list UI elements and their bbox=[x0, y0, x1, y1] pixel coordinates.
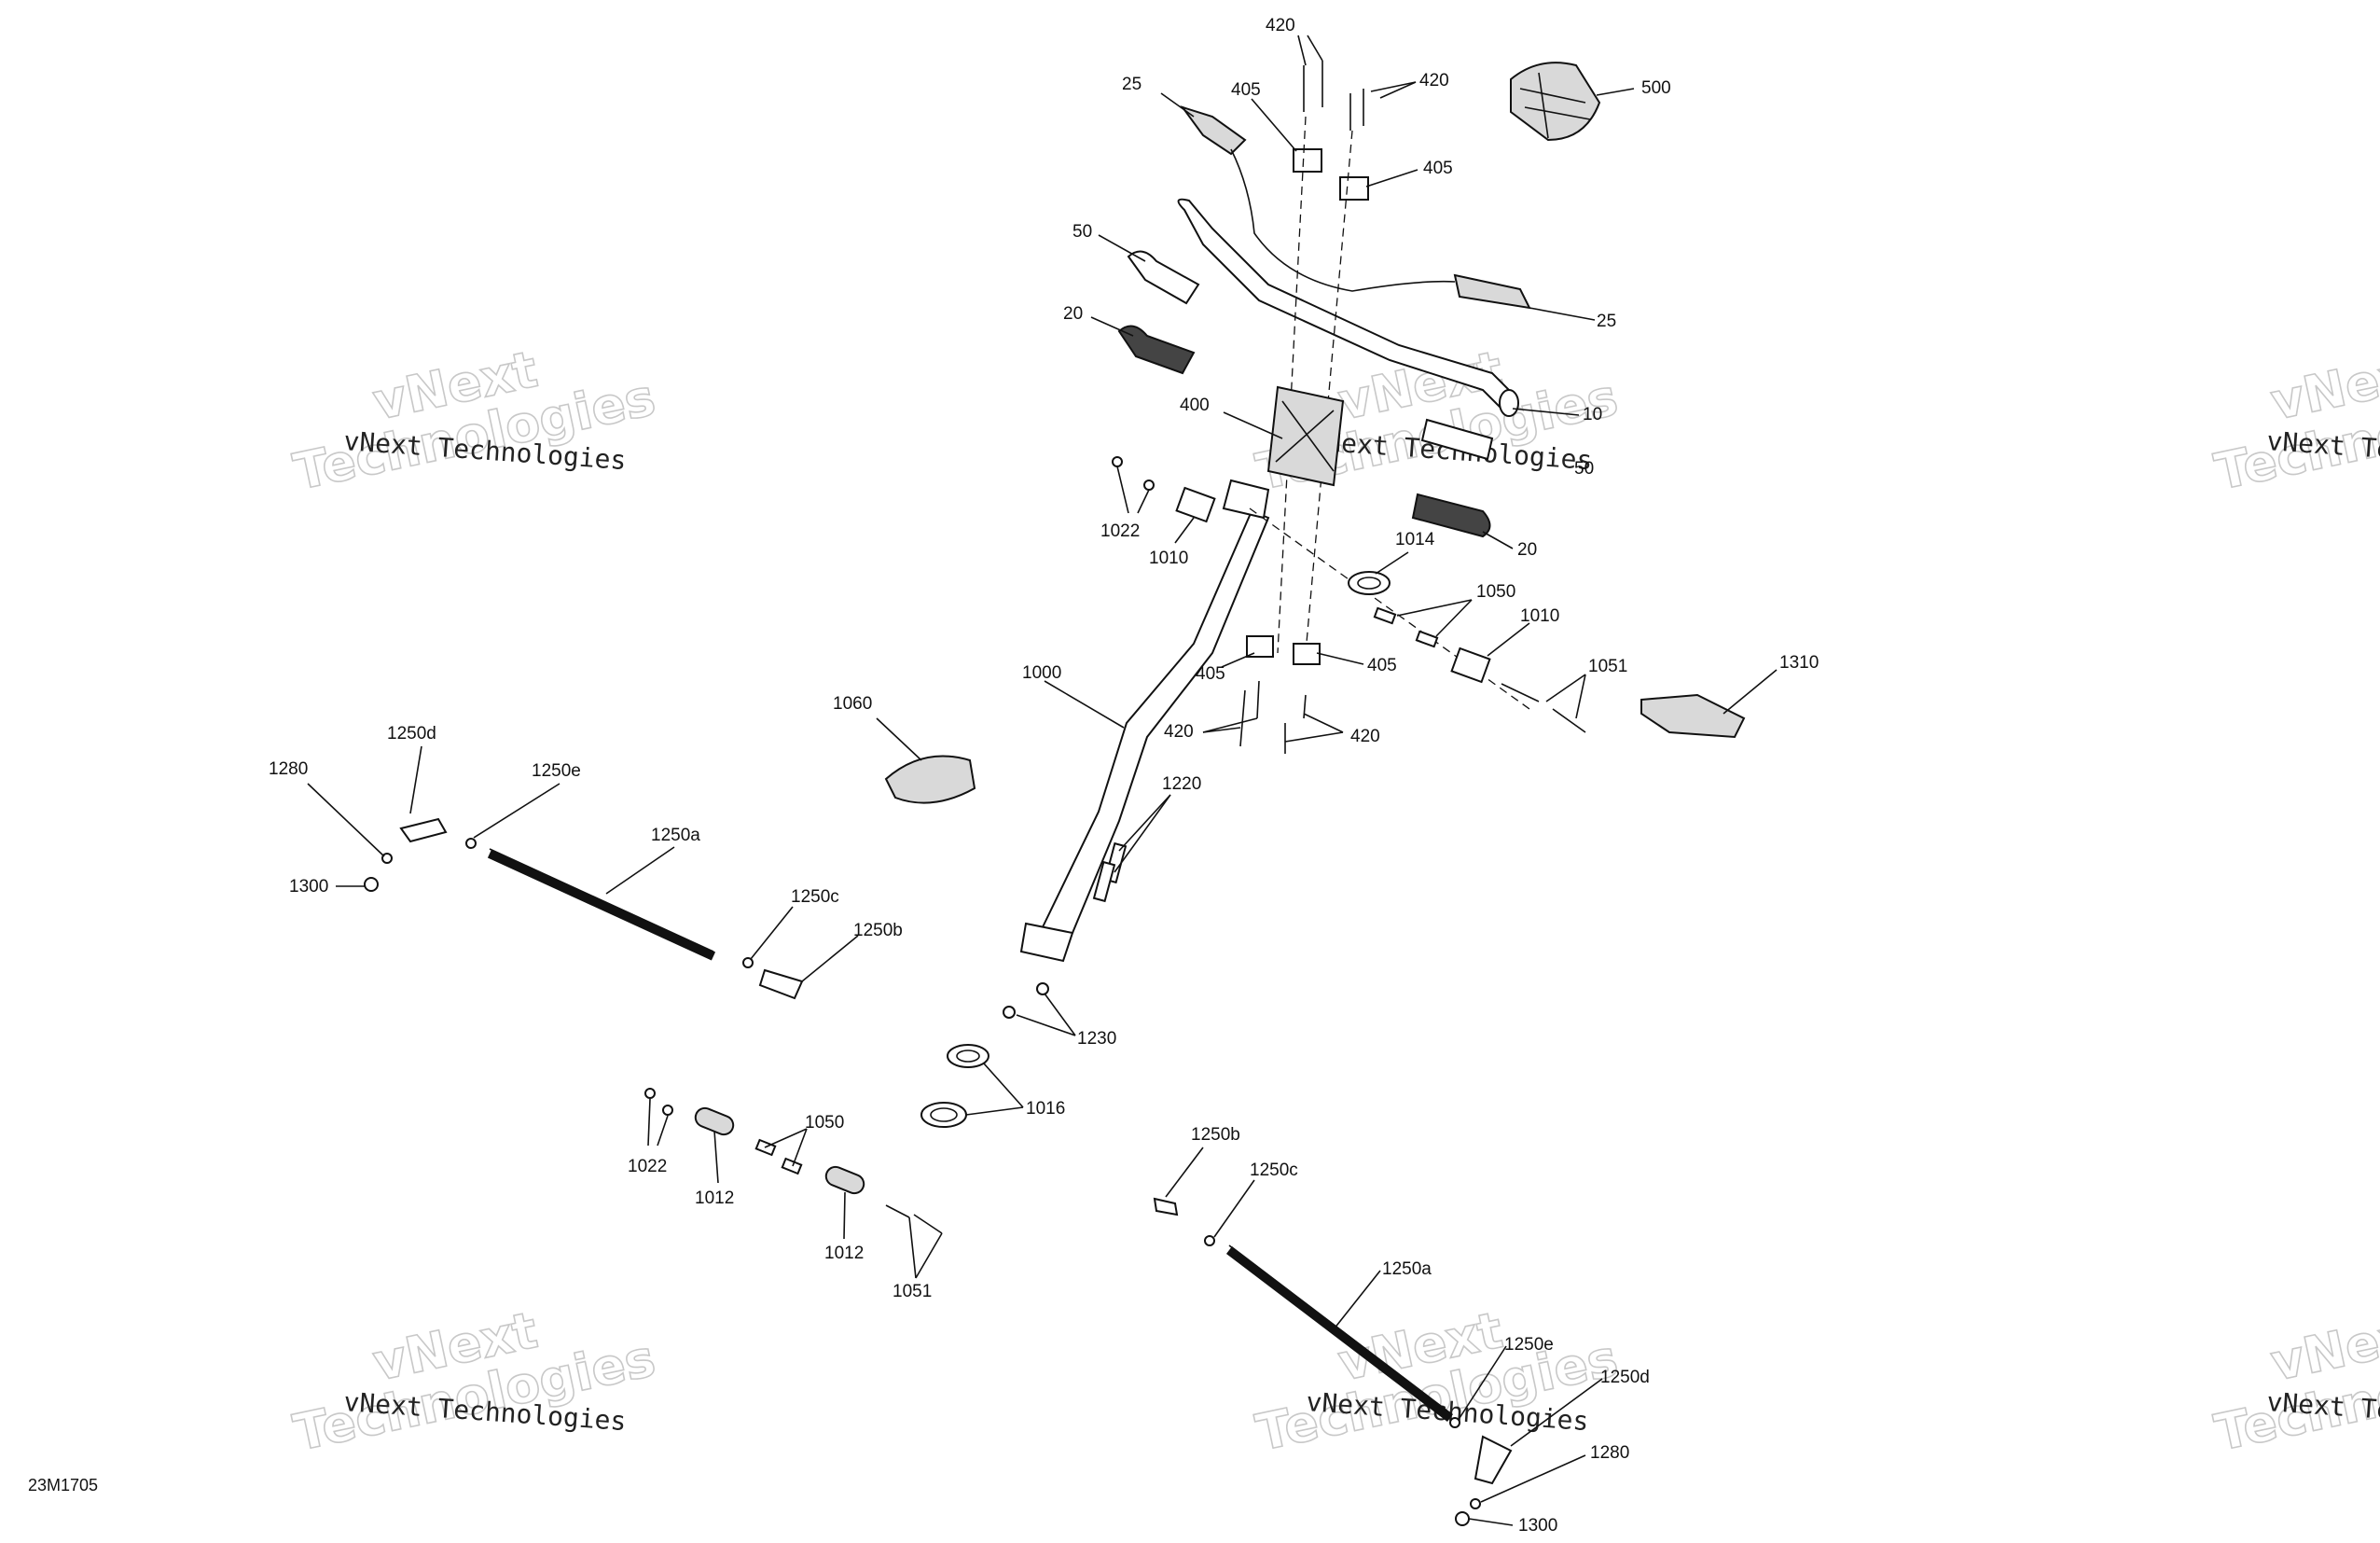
leader-lines bbox=[307, 35, 1778, 1526]
callout-1250b: 1250b bbox=[1191, 1125, 1240, 1145]
callout-20: 20 bbox=[1063, 304, 1083, 324]
bushings-1016 bbox=[920, 1044, 989, 1128]
right-bearing-parts bbox=[1373, 606, 1586, 733]
callout-405: 405 bbox=[1367, 656, 1397, 675]
cover-1060 bbox=[884, 755, 976, 804]
callout-1012: 1012 bbox=[824, 1244, 864, 1263]
callout-1012: 1012 bbox=[695, 1189, 734, 1208]
callout-1051: 1051 bbox=[892, 1282, 932, 1301]
lower-bearing-parts bbox=[644, 1088, 943, 1234]
diagram-reference: 23M1705 bbox=[28, 1476, 98, 1494]
callout-405: 405 bbox=[1196, 664, 1225, 684]
watermark-4: vNext Technologies vNext Technologies bbox=[288, 1300, 661, 1463]
heater-wire bbox=[1180, 105, 1531, 310]
callout-420: 420 bbox=[1419, 71, 1449, 90]
callout-50: 50 bbox=[1574, 459, 1594, 479]
callout-1250c: 1250c bbox=[791, 887, 839, 907]
callout-1300: 1300 bbox=[1518, 1516, 1557, 1536]
steering-column bbox=[1019, 479, 1530, 963]
callout-405: 405 bbox=[1423, 159, 1453, 178]
callout-1250a: 1250a bbox=[651, 826, 700, 845]
callout-1220: 1220 bbox=[1162, 774, 1201, 794]
callout-1000: 1000 bbox=[1022, 663, 1061, 683]
callout-400: 400 bbox=[1180, 396, 1210, 415]
callout-1250e: 1250e bbox=[1504, 1335, 1554, 1355]
watermark-6: vNext Technologies vNext Technologies bbox=[2209, 1300, 2380, 1463]
callout-1022: 1022 bbox=[1100, 521, 1140, 541]
callout-420: 420 bbox=[1350, 727, 1380, 746]
grip-left bbox=[1117, 250, 1200, 375]
callout-25: 25 bbox=[1597, 312, 1616, 331]
handlebar bbox=[1177, 198, 1519, 417]
callout-1250b: 1250b bbox=[853, 921, 903, 940]
upper-clamps bbox=[1277, 61, 1369, 654]
callout-1016: 1016 bbox=[1026, 1099, 1065, 1119]
callout-1250c: 1250c bbox=[1250, 1161, 1298, 1180]
callout-1050: 1050 bbox=[1476, 582, 1515, 602]
watermark-1: vNext Technologies vNext Technologies bbox=[288, 339, 661, 502]
callout-1060: 1060 bbox=[833, 694, 872, 714]
callout-1310: 1310 bbox=[1779, 653, 1819, 673]
callout-1051: 1051 bbox=[1588, 657, 1627, 676]
callout-1010: 1010 bbox=[1520, 606, 1559, 626]
callout-25: 25 bbox=[1122, 75, 1142, 94]
callout-1050: 1050 bbox=[805, 1113, 844, 1133]
callouts: 420 420 500 25 405 405 50 20 25 400 10 5… bbox=[269, 16, 1819, 1536]
callout-1022: 1022 bbox=[628, 1157, 667, 1176]
plate-1310 bbox=[1640, 693, 1746, 739]
pins-1220 bbox=[1003, 841, 1128, 1019]
callout-1280: 1280 bbox=[269, 759, 308, 779]
callout-420: 420 bbox=[1266, 16, 1295, 35]
callout-1250e: 1250e bbox=[532, 761, 581, 781]
callout-1250d: 1250d bbox=[387, 724, 436, 744]
handlebar-pad bbox=[1510, 62, 1601, 142]
parts bbox=[364, 61, 1746, 1526]
riser-block bbox=[1266, 385, 1345, 487]
callout-1250d: 1250d bbox=[1600, 1368, 1650, 1387]
callout-20: 20 bbox=[1517, 540, 1537, 560]
callout-1014: 1014 bbox=[1395, 530, 1435, 549]
tie-rod-left bbox=[364, 817, 804, 1000]
callout-1010: 1010 bbox=[1149, 549, 1188, 568]
callout-1230: 1230 bbox=[1077, 1029, 1116, 1049]
watermark-5: vNext Technologies vNext Technologies bbox=[1251, 1300, 1624, 1463]
grip-right bbox=[1411, 418, 1494, 538]
callout-405: 405 bbox=[1231, 80, 1261, 100]
bushing-1014 bbox=[1348, 571, 1391, 595]
callout-1250a: 1250a bbox=[1382, 1259, 1432, 1279]
callout-10: 10 bbox=[1583, 405, 1602, 424]
callout-500: 500 bbox=[1641, 78, 1671, 98]
callout-50: 50 bbox=[1072, 222, 1092, 242]
callout-1280: 1280 bbox=[1590, 1443, 1629, 1463]
watermark-3: vNext Technologies vNext Technologies bbox=[2209, 339, 2380, 502]
callout-1300: 1300 bbox=[289, 877, 328, 897]
callout-420: 420 bbox=[1164, 722, 1194, 742]
tie-rod-right bbox=[1153, 1197, 1513, 1526]
